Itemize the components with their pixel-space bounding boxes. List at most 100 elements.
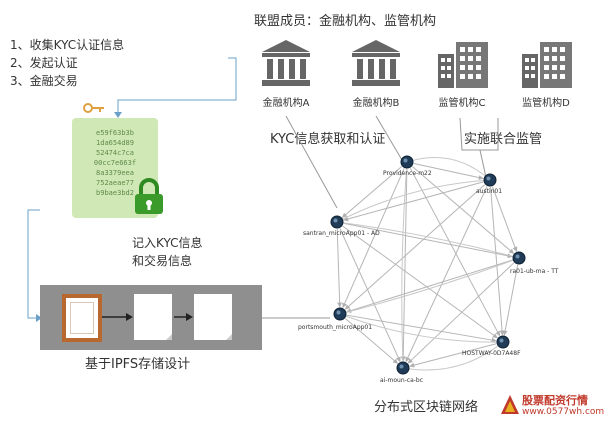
storage-block — [134, 294, 172, 340]
network-arc — [339, 257, 520, 315]
network-node — [330, 215, 344, 229]
step-2: 2、发起认证 — [10, 56, 78, 70]
institution-a: 金融机构A — [250, 38, 322, 109]
network-node-highlight — [499, 338, 504, 343]
network-edge — [409, 167, 501, 337]
network-edge — [341, 166, 403, 218]
storage-block — [62, 294, 102, 342]
watermark-url: www.0577wh.com — [522, 407, 605, 417]
network-node-highlight — [515, 254, 520, 259]
network-edge — [502, 264, 519, 336]
network-node-highlight — [399, 364, 404, 369]
key-icon — [83, 103, 104, 113]
network-edge — [407, 262, 515, 364]
kyc-label: KYC信息获取和认证 — [270, 132, 386, 147]
watermark-title: 股票配资行情 — [522, 394, 588, 407]
network-arc — [401, 161, 408, 369]
network-edge — [413, 162, 484, 181]
step-list: 1、收集KYC认证信息 2、发起认证 3、金融交易 — [10, 36, 124, 90]
network-arc — [339, 313, 504, 343]
network-edge — [344, 184, 486, 310]
network-edge — [400, 168, 408, 362]
network-edge — [346, 259, 513, 313]
connector-b — [375, 115, 403, 161]
node-label: HOSTWAY-0D7A48F — [462, 350, 521, 357]
institution-b: 金融机构B — [340, 38, 412, 109]
network-edge — [342, 168, 405, 309]
watermark: 股票配资行情 www.0577wh.com — [500, 392, 604, 420]
ledger-hash: 752aeae77 — [96, 179, 134, 187]
network-arc — [406, 157, 491, 181]
institution-c-label: 监管机构C — [438, 98, 486, 109]
connector-steps-ledger — [117, 57, 237, 114]
network-edge — [336, 228, 343, 308]
arrow-down-icon — [114, 112, 122, 118]
institution-a-label: 金融机构A — [262, 98, 310, 109]
institution-d-label: 监管机构D — [522, 98, 570, 109]
network-node-highlight — [336, 310, 341, 315]
storage-block — [194, 294, 232, 340]
network-node — [333, 307, 347, 321]
record-label: 记入KYC信息 和交易信息 — [132, 234, 203, 270]
network-arc — [402, 341, 504, 371]
network-edge — [490, 186, 505, 336]
institution-d: 监管机构D — [510, 38, 582, 109]
network-edge — [491, 186, 518, 252]
network-node — [396, 361, 410, 375]
ledger-hash: 00cc7e663f — [93, 159, 137, 167]
building-icon — [438, 42, 488, 88]
building-icon — [522, 42, 572, 88]
ledger-hash: b9bae3bd2 — [96, 189, 134, 197]
node-label: Providence-m22 — [383, 170, 432, 177]
bank-icon — [262, 40, 310, 86]
record-label-line: 和交易信息 — [132, 254, 193, 268]
node-label: austin01 — [476, 188, 503, 195]
network-edge — [409, 343, 497, 368]
step-1: 1、收集KYC认证信息 — [10, 38, 125, 52]
network-edge — [405, 186, 488, 363]
network-node — [400, 155, 414, 169]
node-label: santran_microApp01 - AD — [303, 230, 380, 237]
institution-b-label: 金融机构B — [352, 98, 400, 109]
network-edge — [342, 225, 498, 339]
network-edge — [411, 166, 515, 254]
node-label: portsmouth_microApp01 — [298, 324, 373, 331]
connector-ledger-storage — [27, 209, 40, 319]
ledger-hash: 1da654d89 — [96, 139, 134, 147]
members-title: 联盟成员：金融机构、监管机构 — [254, 14, 437, 29]
institution-c: 监管机构C — [426, 38, 498, 109]
network-node-highlight — [403, 158, 408, 163]
network-edge — [344, 318, 399, 364]
ipfs-label: 基于IPFS存储设计 — [85, 357, 191, 372]
network-arc — [336, 221, 520, 259]
network-edge — [343, 222, 513, 259]
network-label: 分布式区块链网络 — [374, 400, 479, 415]
connector-a — [285, 115, 338, 209]
ledger-hash: 52474c7ca — [96, 149, 134, 157]
network-node — [496, 335, 510, 349]
lock-icon — [135, 178, 163, 214]
step-3: 3、金融交易 — [10, 74, 78, 88]
node-label: ai-moun-ca-bc — [380, 377, 424, 384]
network-node-highlight — [486, 176, 491, 181]
arrow-right-icon — [186, 313, 193, 321]
network-edge — [339, 228, 401, 363]
node-label: ra01-ub-ma - TT — [510, 268, 559, 275]
network-node-highlight — [333, 218, 338, 223]
bank-icon — [352, 40, 400, 86]
record-label-line: 记入KYC信息 — [132, 236, 203, 250]
ledger-hash: 8a3379eea — [96, 169, 134, 177]
network-arc — [336, 179, 491, 223]
network-edge — [346, 314, 497, 343]
watermark-logo-icon — [501, 395, 519, 414]
network-node — [512, 251, 526, 265]
network-node — [483, 173, 497, 187]
ledger-hash: e59f63b3b — [96, 129, 134, 137]
arrow-right-icon — [36, 314, 42, 322]
joint-supervision-label: 实施联合监管 — [464, 132, 543, 147]
network-edge — [343, 181, 484, 222]
arrow-right-icon — [126, 313, 133, 321]
